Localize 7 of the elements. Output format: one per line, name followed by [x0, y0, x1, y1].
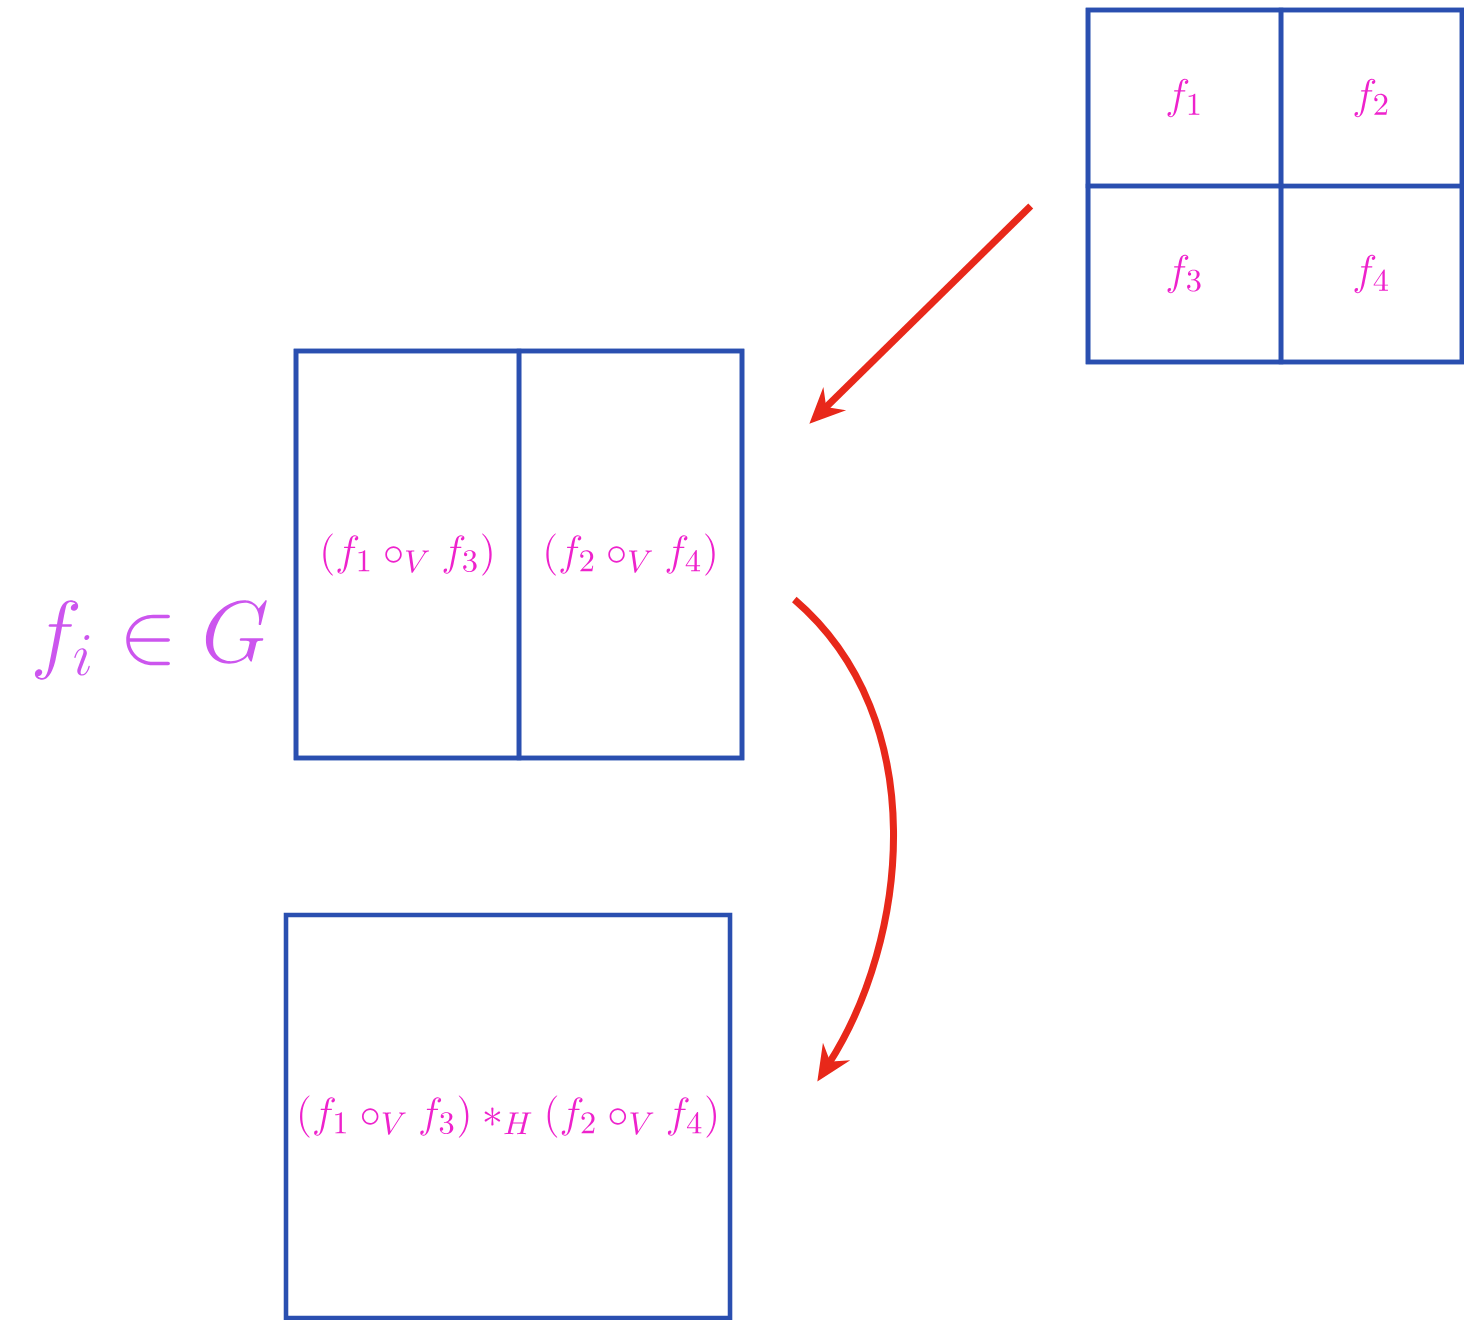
- grid-cell: $f_2$: [1278, 7, 1464, 189]
- grid-cell: $f_1$: [1085, 7, 1284, 189]
- grid-cell: $(f_1 \circ_V f_3)$: [293, 348, 522, 761]
- grid-cell: $f_3$: [1085, 183, 1284, 365]
- grid-cell: $f_4$: [1278, 183, 1464, 365]
- formula-box: $(f_1 \circ_V f_3) *_H (f_2 \circ_V f_4)$: [283, 912, 733, 1320]
- grid-cell: $(f_2 \circ_V f_4)$: [516, 348, 745, 761]
